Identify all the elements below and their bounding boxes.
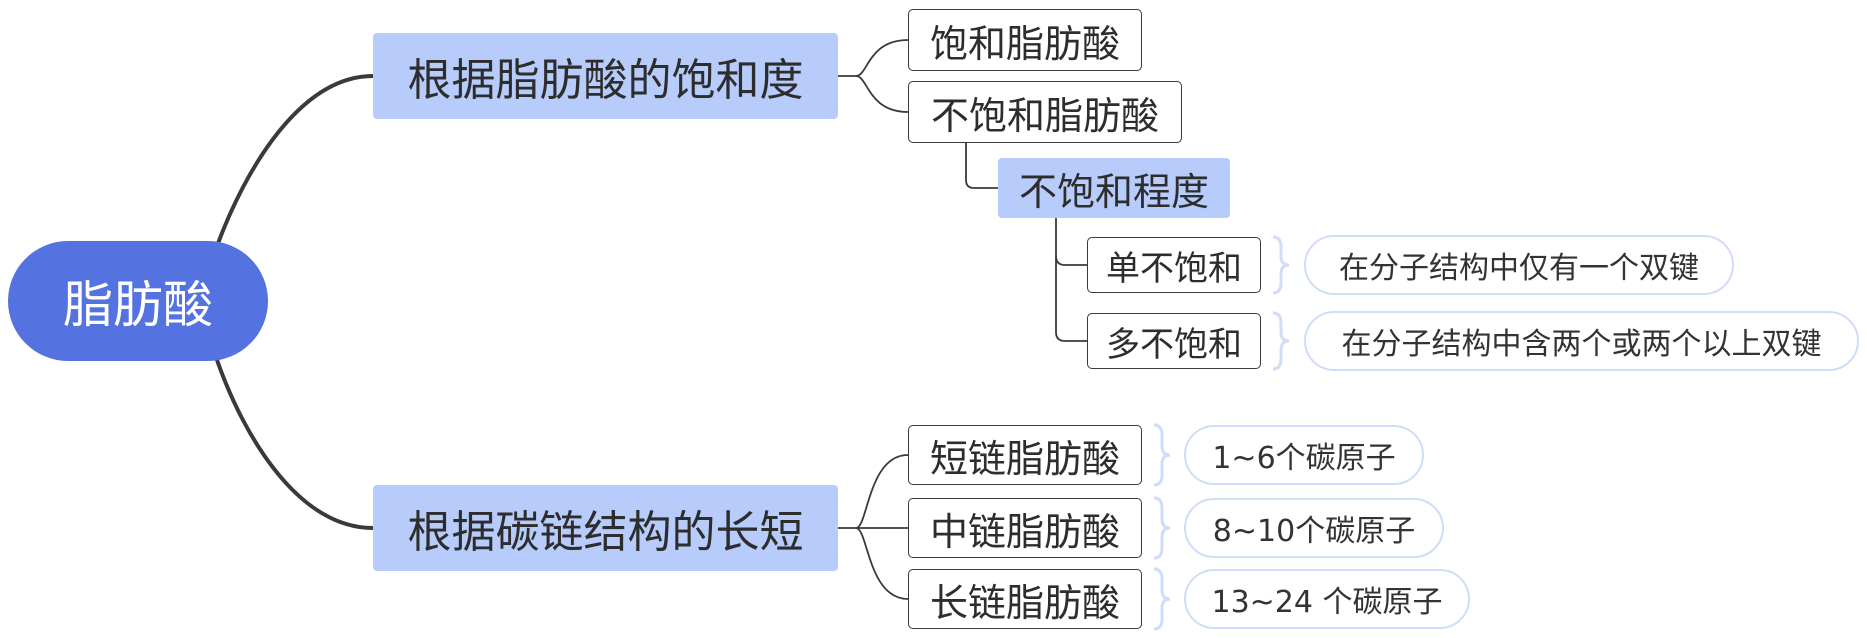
node-medium-chain[interactable]: 中链脂肪酸	[908, 498, 1142, 558]
node-monounsaturated[interactable]: 单不饱和	[1087, 237, 1261, 293]
connector-chain-long	[855, 527, 909, 600]
connector-degree-poly	[1055, 256, 1087, 342]
connector-chain-short	[838, 454, 909, 529]
note-polyunsaturated-text: 在分子结构中含两个或两个以上双键	[1341, 327, 1822, 362]
node-short-chain-label: 短链脂肪酸	[929, 436, 1120, 481]
node-unsaturation-degree[interactable]: 不饱和程度	[998, 158, 1230, 218]
connector-root-saturation	[215, 74, 374, 247]
root-node[interactable]: 脂肪酸	[8, 241, 268, 361]
node-saturated-label: 饱和脂肪酸	[929, 21, 1120, 66]
note-short-chain-text: 1~6个碳原子	[1212, 441, 1396, 476]
note-polyunsaturated[interactable]: 在分子结构中含两个或两个以上双键	[1304, 311, 1859, 371]
node-short-chain[interactable]: 短链脂肪酸	[908, 425, 1142, 485]
bracket-mono-note	[1272, 235, 1290, 295]
node-monounsaturated-label: 单不饱和	[1106, 248, 1242, 289]
node-saturated[interactable]: 饱和脂肪酸	[908, 9, 1142, 71]
note-long-chain[interactable]: 13~24 个碳原子	[1184, 569, 1470, 629]
note-monounsaturated[interactable]: 在分子结构中仅有一个双键	[1304, 235, 1734, 295]
node-unsaturated-label: 不饱和脂肪酸	[930, 93, 1159, 138]
node-long-chain-label: 长链脂肪酸	[929, 580, 1120, 625]
node-medium-chain-label: 中链脂肪酸	[929, 509, 1120, 554]
note-medium-chain-text: 8~10个碳原子	[1212, 514, 1416, 549]
branch-saturation[interactable]: 根据脂肪酸的饱和度	[373, 33, 838, 119]
bracket-short-note	[1153, 423, 1171, 487]
branch-chain-length-label: 根据碳链结构的长短	[407, 507, 804, 558]
node-unsaturated[interactable]: 不饱和脂肪酸	[908, 81, 1182, 143]
bracket-long-note	[1153, 567, 1171, 631]
connector-saturation-unsaturated	[855, 75, 909, 113]
connector-saturation-saturated	[838, 39, 909, 77]
connector-degree-mono	[1055, 218, 1087, 266]
node-polyunsaturated[interactable]: 多不饱和	[1087, 313, 1261, 369]
node-polyunsaturated-label: 多不饱和	[1106, 324, 1242, 365]
root-label: 脂肪酸	[63, 276, 213, 334]
node-long-chain[interactable]: 长链脂肪酸	[908, 569, 1142, 629]
note-short-chain[interactable]: 1~6个碳原子	[1184, 425, 1424, 485]
branch-saturation-label: 根据脂肪酸的饱和度	[407, 55, 804, 106]
node-unsaturation-degree-label: 不饱和程度	[1018, 169, 1209, 214]
connector-root-chain	[215, 359, 374, 530]
bracket-medium-note	[1153, 496, 1171, 560]
note-monounsaturated-text: 在分子结构中仅有一个双键	[1339, 251, 1699, 286]
branch-chain-length[interactable]: 根据碳链结构的长短	[373, 485, 838, 571]
connector-unsaturated-degree	[965, 143, 998, 189]
note-medium-chain[interactable]: 8~10个碳原子	[1184, 498, 1444, 558]
note-long-chain-text: 13~24 个碳原子	[1211, 585, 1443, 620]
bracket-poly-note	[1272, 311, 1290, 371]
